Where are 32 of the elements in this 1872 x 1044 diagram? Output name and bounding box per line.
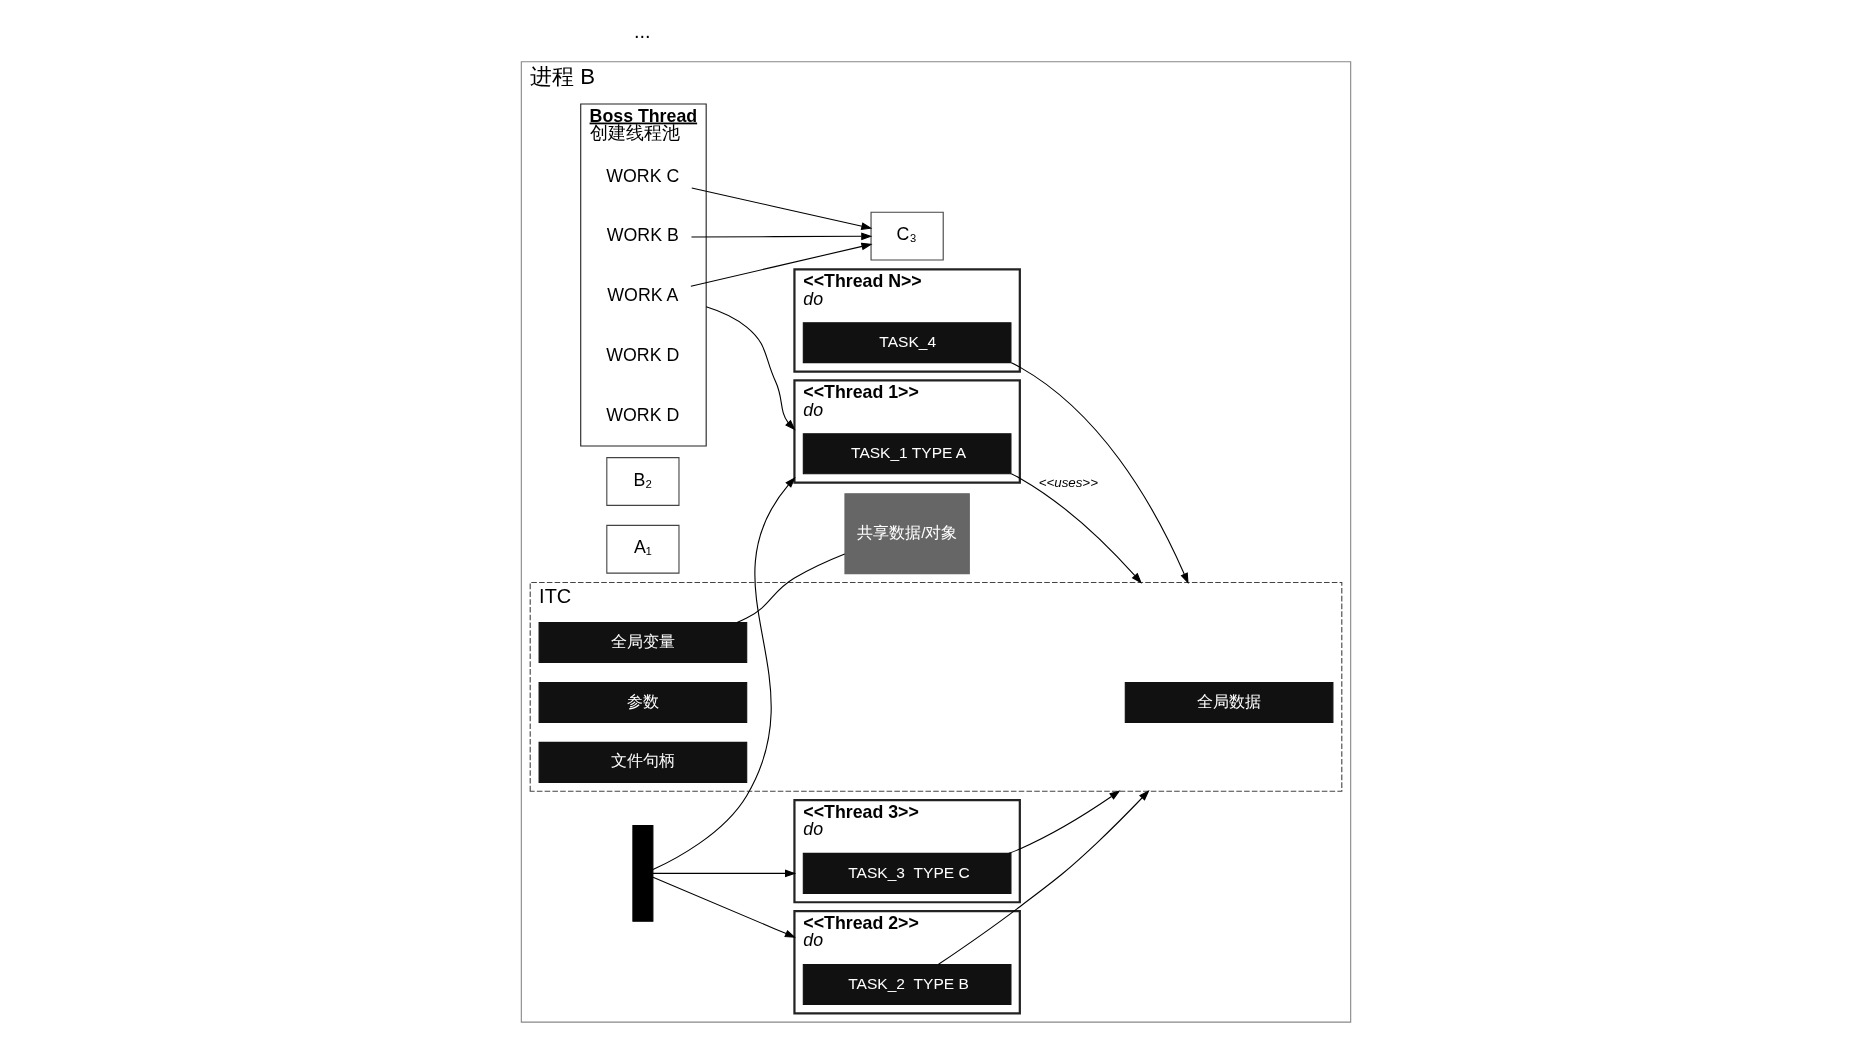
node-box: 共享数据/对象 bbox=[844, 493, 970, 575]
arrow bbox=[652, 876, 796, 938]
node-text: WORK B bbox=[606, 225, 679, 246]
node-box: TASK_2 TYPE B bbox=[802, 963, 1012, 1005]
node-box: A₁ bbox=[606, 524, 680, 574]
arrow bbox=[1010, 473, 1142, 584]
label: ... bbox=[634, 19, 651, 42]
arrow bbox=[690, 232, 873, 241]
node-text: WORK D bbox=[606, 405, 680, 426]
arrow bbox=[705, 306, 796, 431]
arrow bbox=[690, 242, 873, 287]
arrow bbox=[938, 790, 1150, 965]
arrow bbox=[1010, 362, 1189, 585]
edge-label: <<uses>> bbox=[1038, 474, 1098, 490]
node-box: TASK_1 TYPE A bbox=[802, 433, 1012, 475]
node-bar bbox=[632, 825, 654, 922]
arrow bbox=[652, 869, 797, 878]
connector bbox=[736, 553, 846, 623]
arrow bbox=[652, 476, 796, 871]
node-box: C₃ bbox=[870, 211, 944, 261]
node-box: 全局变量 bbox=[538, 621, 748, 663]
node-box: B₂ bbox=[606, 457, 680, 506]
arrow bbox=[691, 187, 873, 230]
node-box: 参数 bbox=[538, 681, 748, 723]
node-box: TASK_3 TYPE C bbox=[802, 852, 1012, 894]
node-box: TASK_4 bbox=[802, 322, 1012, 364]
node-text: WORK A bbox=[607, 285, 679, 306]
node-text: WORK C bbox=[606, 165, 680, 186]
arrow bbox=[1008, 790, 1121, 854]
node-box: 全局数据 bbox=[1124, 681, 1334, 723]
node-text: WORK D bbox=[606, 345, 680, 366]
node-box: 文件句柄 bbox=[538, 741, 748, 783]
